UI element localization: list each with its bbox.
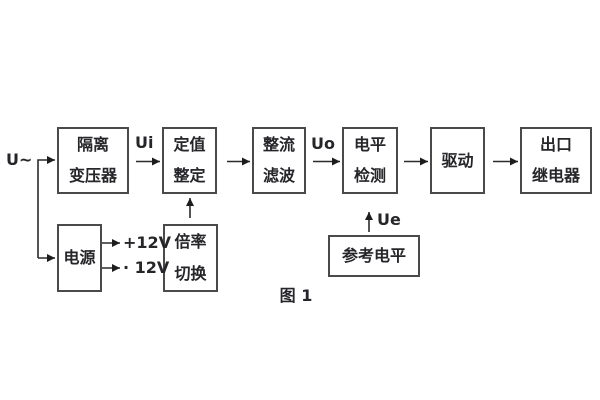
power-output-minus12v-label: · 12V	[123, 258, 170, 277]
block-label: 继电器	[531, 166, 580, 186]
block-output-relay: 出口 继电器	[520, 127, 592, 194]
block-label: 出口	[539, 134, 572, 154]
block-label: 检测	[353, 166, 386, 186]
block-label: 切换	[174, 264, 207, 283]
block-label: 变压器	[68, 166, 117, 186]
power-output-plus12v-label: +12V	[123, 233, 172, 252]
block-label: 整流	[262, 134, 295, 154]
block-label: 定值	[173, 134, 206, 154]
signal-label-ue: Ue	[377, 210, 401, 229]
block-driver: 驱动	[430, 127, 485, 194]
block-level-detection: 电平 检测	[342, 127, 398, 194]
signal-label-ui: Ui	[135, 133, 154, 152]
block-reference-level: 参考电平	[328, 235, 420, 277]
block-rectify-filter: 整流 滤波	[252, 127, 306, 194]
signal-label-uo: Uo	[311, 134, 335, 153]
block-label: 隔离	[76, 134, 109, 154]
block-label: 整定	[173, 166, 206, 186]
input-signal-label: U~	[6, 150, 33, 169]
block-power-supply: 电源	[57, 224, 102, 292]
figure-caption: 图 1	[279, 286, 313, 305]
block-setting-adjustment: 定值 整定	[162, 127, 217, 194]
block-ratio-switch: 倍率 切换	[163, 224, 218, 292]
block-label: 倍率	[174, 232, 207, 251]
block-isolation-transformer: 隔离 变压器	[57, 127, 129, 194]
block-label: 滤波	[262, 166, 295, 186]
block-label: 参考电平	[341, 246, 406, 265]
block-label: 驱动	[441, 150, 474, 170]
block-label: 电源	[63, 248, 96, 267]
block-label: 电平	[353, 134, 386, 154]
